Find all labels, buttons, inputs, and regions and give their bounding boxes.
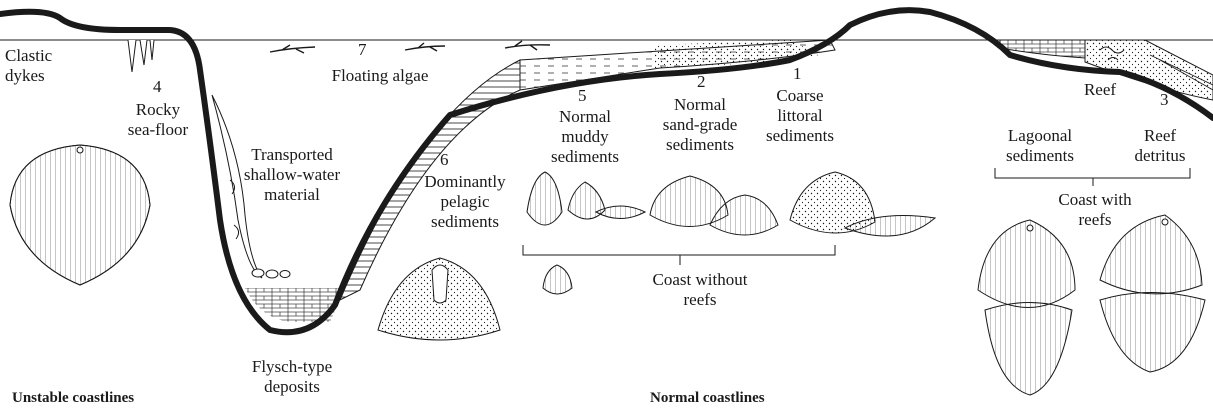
number-3: 3 [1160, 90, 1169, 110]
label-coast-without-reefs: Coast without reefs [640, 270, 760, 310]
label-coarse-sediments: Coarse littoral sediments [755, 86, 845, 146]
bracket-coast-with-reefs [995, 168, 1190, 186]
label-reef: Reef [1080, 80, 1120, 100]
pebble-icon [252, 269, 290, 278]
title-normal-coastlines: Normal coastlines [650, 390, 765, 407]
algae-icon [270, 41, 550, 53]
number-2: 2 [697, 72, 706, 92]
label-coast-with-reefs: Coast with reefs [1045, 190, 1145, 230]
label-floating-algae: Floating algae [300, 66, 460, 86]
number-6: 6 [440, 150, 449, 170]
clastic-dyke-marks [128, 40, 154, 72]
label-flysch-deposits: Flysch-type deposits [232, 357, 352, 397]
number-4: 4 [153, 77, 162, 97]
number-5: 5 [578, 86, 587, 106]
title-unstable-coastlines: Unstable coastlines [12, 390, 134, 407]
label-pelagic-sediments: Dominantly pelagic sediments [410, 172, 520, 232]
label-reef-detritus: Reef detritus [1120, 126, 1200, 166]
label-lagoonal-sediments: Lagoonal sediments [995, 126, 1085, 166]
number-7: 7 [358, 40, 367, 60]
bracket-coast-without-reefs [523, 245, 835, 265]
label-muddy-sediments: Normal muddy sediments [540, 107, 630, 167]
label-sand-sediments: Normal sand-grade sediments [640, 95, 760, 155]
number-1: 1 [793, 64, 802, 84]
label-transported-material: Transported shallow-water material [232, 145, 352, 205]
label-clastic-dykes: Clastic dykes [5, 46, 52, 86]
label-rocky-sea-floor: Rocky sea-floor [118, 100, 198, 140]
fossil-shell-icon [10, 145, 1205, 395]
